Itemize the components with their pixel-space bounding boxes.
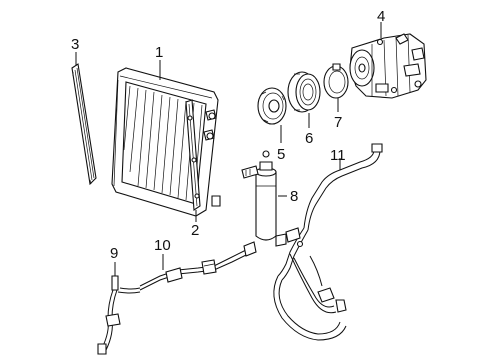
- callout-1: 1: [155, 44, 163, 61]
- callout-5: 5: [277, 146, 285, 163]
- seal-strip: [71, 63, 97, 186]
- clutch-plate: [257, 87, 287, 125]
- callout-9: 9: [110, 245, 118, 262]
- pulley: [287, 71, 321, 113]
- field-coil: [323, 63, 349, 99]
- condenser: [111, 67, 221, 217]
- callout-10: 10: [154, 237, 171, 254]
- compressor: [349, 33, 427, 99]
- callout-8: 8: [290, 188, 298, 205]
- callout-2: 2: [191, 222, 199, 239]
- callout-4: 4: [377, 8, 385, 25]
- discharge-line: [97, 275, 141, 355]
- side-seal: [185, 99, 201, 211]
- callout-7: 7: [334, 114, 342, 131]
- suction-hose: [273, 143, 383, 341]
- callout-6: 6: [305, 130, 313, 147]
- receiver-drier: [241, 150, 277, 241]
- liquid-line: [139, 241, 257, 291]
- callout-3: 3: [71, 36, 79, 53]
- callout-11: 11: [330, 147, 346, 164]
